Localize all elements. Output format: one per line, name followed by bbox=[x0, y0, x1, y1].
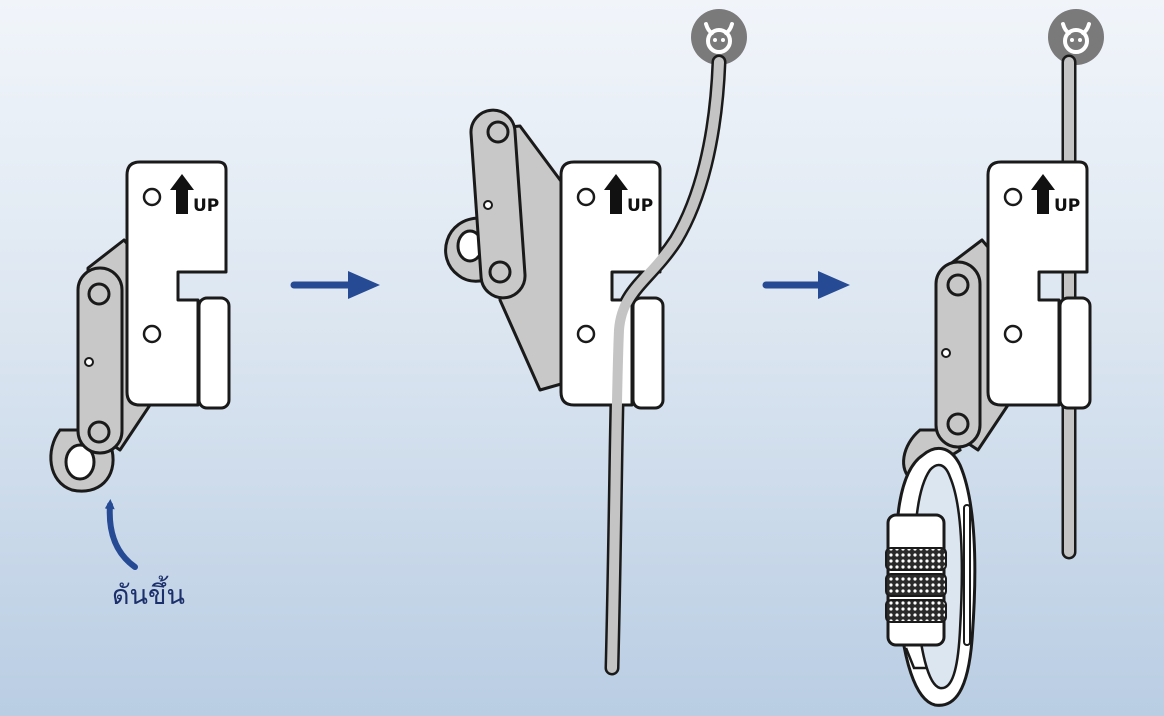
device-lever bbox=[76, 266, 124, 455]
body-rivet bbox=[1003, 187, 1023, 207]
lever-pivot bbox=[87, 420, 111, 444]
device-body bbox=[559, 160, 662, 407]
lever-pivot bbox=[87, 282, 111, 306]
rope-icon bbox=[607, 57, 724, 673]
push-up-arrow-icon bbox=[104, 499, 138, 570]
device-up-label: UP bbox=[1054, 196, 1080, 216]
device-body bbox=[986, 160, 1089, 407]
device-up-label: UP bbox=[193, 196, 219, 216]
device-lever bbox=[469, 108, 527, 300]
body-rivet bbox=[142, 187, 162, 207]
device-cam bbox=[197, 296, 231, 410]
step-arrow-head bbox=[818, 271, 850, 299]
push-up-label: ดันขึ้น bbox=[112, 575, 185, 611]
knurl-band bbox=[885, 599, 947, 623]
up-arrow-icon bbox=[170, 174, 194, 214]
anchor-bull-icon bbox=[1061, 22, 1091, 54]
lever-hole bbox=[84, 357, 94, 367]
body-rivet bbox=[1003, 324, 1023, 344]
anchor-bull-icon bbox=[704, 22, 734, 54]
up-arrow-icon bbox=[1031, 174, 1055, 214]
carabiner-spine-slot bbox=[963, 504, 971, 646]
carabiner-icon bbox=[885, 446, 977, 707]
carabiner-gate-nose bbox=[904, 647, 926, 670]
device-body bbox=[125, 160, 228, 407]
device-lever bbox=[934, 260, 982, 449]
lever-pivot bbox=[488, 260, 512, 284]
stage-2-device: UP bbox=[444, 9, 747, 676]
lever-hole bbox=[941, 348, 951, 358]
step-arrow-head bbox=[348, 271, 380, 299]
device-cam bbox=[1058, 296, 1092, 410]
body-rivet bbox=[576, 324, 596, 344]
lever-pivot bbox=[486, 120, 510, 144]
up-arrow-icon bbox=[604, 174, 628, 214]
anchor-badge bbox=[1048, 9, 1104, 65]
device-cam bbox=[631, 296, 665, 410]
knurl-band bbox=[885, 547, 947, 571]
attachment-hole bbox=[64, 443, 96, 481]
body-rivet bbox=[142, 324, 162, 344]
knurl-band bbox=[885, 573, 947, 597]
body-rivet bbox=[576, 187, 596, 207]
stage-3-device: UP bbox=[885, 9, 1104, 707]
lever-pivot bbox=[946, 273, 970, 297]
lever-pivot bbox=[946, 412, 970, 436]
device-up-label: UP bbox=[627, 196, 653, 216]
lever-hole bbox=[483, 200, 493, 210]
stage-1-device: UP bbox=[49, 160, 231, 493]
